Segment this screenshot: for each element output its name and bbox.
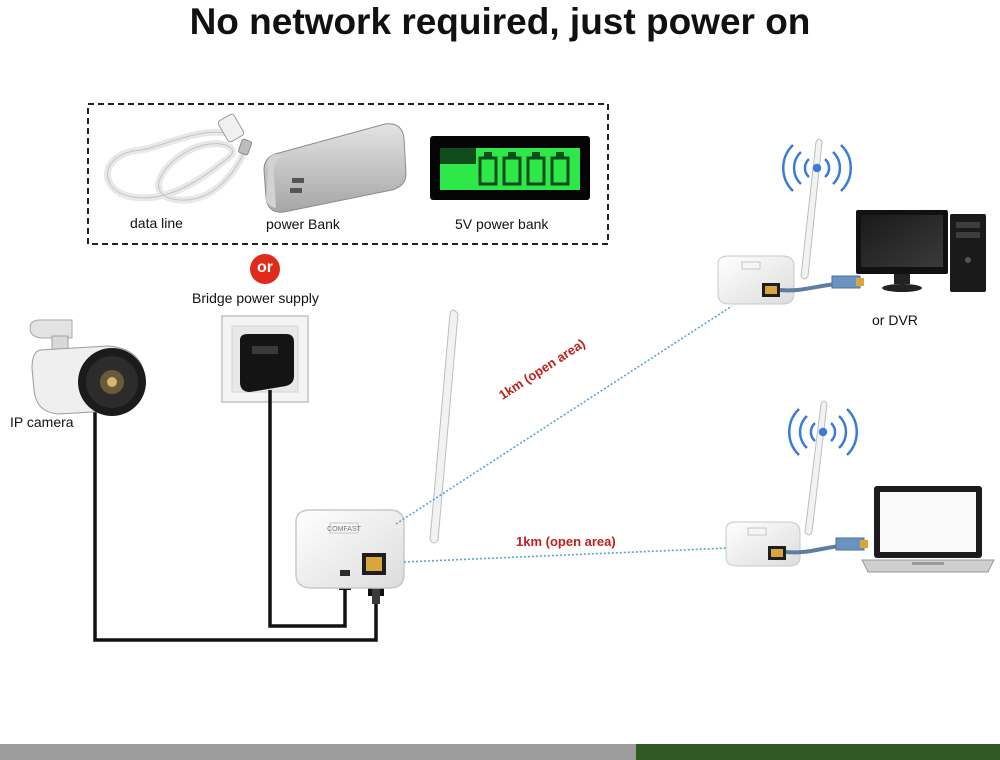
- lower-wifi-link: [403, 547, 729, 563]
- power-bank-icon: [263, 123, 407, 213]
- bridge-power-supply-label: Bridge power supply: [192, 290, 319, 306]
- power-options-box: [87, 103, 609, 245]
- power-bank-label: power Bank: [266, 216, 340, 232]
- ground-strip: [0, 744, 636, 760]
- grass-strip: [636, 744, 1000, 760]
- upper-remote-bridge: [717, 138, 864, 305]
- page-title: No network required, just power on: [189, 1, 811, 42]
- lower-remote-bridge: [725, 400, 868, 567]
- lcd-power-bank-label: 5V power bank: [455, 216, 549, 232]
- camera-power-cable: [93, 402, 378, 642]
- ip-camera-label: IP camera: [10, 414, 74, 430]
- device-brand-label: COMFAST: [327, 526, 362, 533]
- lower-wifi-signal-icon: [788, 408, 858, 456]
- upper-wifi-signal-icon: [782, 144, 852, 192]
- desktop-computer-icon: [856, 210, 986, 292]
- or-badge: or: [250, 254, 280, 284]
- upper-wifi-link: [395, 305, 733, 525]
- usb-cable-icon: [104, 113, 253, 204]
- nvr-label: or DVR: [872, 312, 918, 328]
- wall-socket-icon: [221, 315, 309, 403]
- ip-camera-icon: [29, 319, 146, 416]
- adapter-power-cable: [268, 390, 347, 628]
- lower-link-distance-label: 1km (open area): [516, 534, 616, 549]
- laptop-icon: [861, 486, 995, 573]
- data-line-label: data line: [130, 215, 183, 231]
- main-bridge-device: COMFAST: [295, 309, 459, 589]
- lcd-power-bank-icon: [430, 136, 590, 200]
